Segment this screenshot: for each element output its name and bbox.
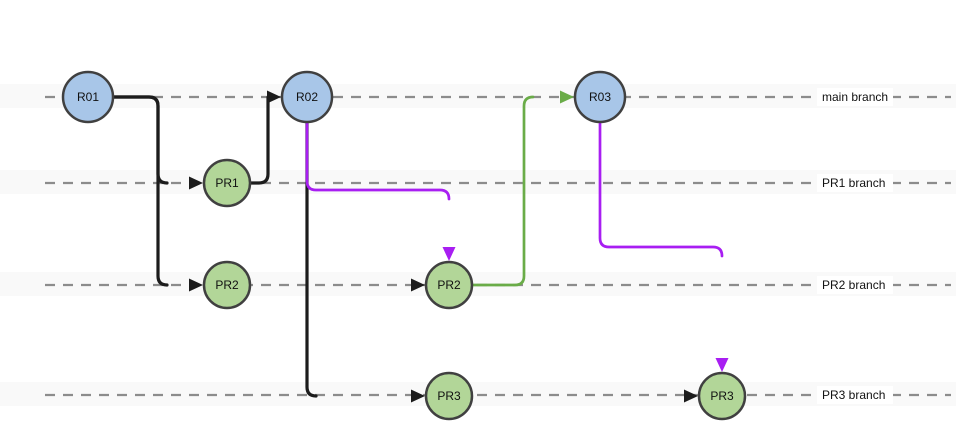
edge-PR2-2-to-R03 — [470, 95, 535, 287]
edges-layer — [111, 90, 729, 403]
node-R03: R03 — [573, 70, 627, 124]
edge-arrowhead-PR3-1-to-PR3-2 — [684, 389, 698, 403]
branch-label-pr1: PR1 branch — [822, 176, 885, 190]
node-circle-R02 — [280, 70, 334, 124]
node-PR2-1: PR2 — [202, 260, 252, 310]
node-PR3-1: PR3 — [424, 371, 474, 421]
node-circle-PR3-1 — [424, 371, 474, 421]
node-label-PR2-2: PR2 — [437, 278, 461, 292]
branch-label-main: main branch — [822, 90, 888, 104]
branch-label-pr2: PR2 branch — [822, 278, 885, 292]
node-circle-PR2-1 — [202, 260, 252, 310]
edge-R02-to-PR2-2 — [305, 120, 451, 201]
row-bands-layer — [0, 84, 956, 406]
node-R01: R01 — [61, 70, 115, 124]
edge-arrowhead-PR2-1-to-PR2-2 — [411, 278, 425, 292]
edge-R02-to-PR3-1 — [305, 120, 318, 398]
edge-arrowhead-R02-to-PR2-2 — [442, 247, 456, 261]
node-R02: R02 — [280, 70, 334, 124]
branch-label-mask-pr3 — [817, 386, 893, 404]
node-circle-PR3-2 — [697, 371, 747, 421]
node-label-R03: R03 — [589, 90, 611, 104]
edge-R01-to-PR2-1 — [111, 95, 169, 287]
node-label-PR3-2: PR3 — [710, 389, 734, 403]
branch-label-mask-pr2 — [817, 276, 893, 294]
node-PR3-2: PR3 — [697, 371, 747, 421]
edge-arrowhead-R01-to-PR2-1 — [189, 278, 203, 292]
node-label-PR3-1: PR3 — [437, 389, 461, 403]
edge-arrowhead-R01-to-PR1 — [189, 176, 203, 190]
node-label-R01: R01 — [77, 90, 99, 104]
node-circle-PR2-2 — [424, 260, 474, 310]
edge-arrowhead-R02-to-PR3-1 — [411, 389, 425, 403]
branch-label-pr3: PR3 branch — [822, 388, 885, 402]
node-PR2-2: PR2 — [424, 260, 474, 310]
edge-arrowhead-PR1-to-R02 — [267, 90, 281, 104]
node-circle-PR1 — [202, 158, 252, 208]
branch-lines-layer — [45, 95, 951, 397]
edge-arrowhead-PR2-2-to-R03 — [560, 90, 574, 104]
node-label-PR2-1: PR2 — [215, 278, 239, 292]
branch-label-mask-main — [817, 88, 893, 106]
node-label-PR1: PR1 — [215, 176, 239, 190]
edge-R03-to-PR3-2 — [598, 120, 724, 258]
branch-label-mask-pr1 — [817, 174, 893, 192]
node-circle-R01 — [61, 70, 115, 124]
node-PR1: PR1 — [202, 158, 252, 208]
node-circle-R03 — [573, 70, 627, 124]
node-label-R02: R02 — [296, 90, 318, 104]
edge-arrowhead-R03-to-PR3-2 — [715, 358, 729, 372]
